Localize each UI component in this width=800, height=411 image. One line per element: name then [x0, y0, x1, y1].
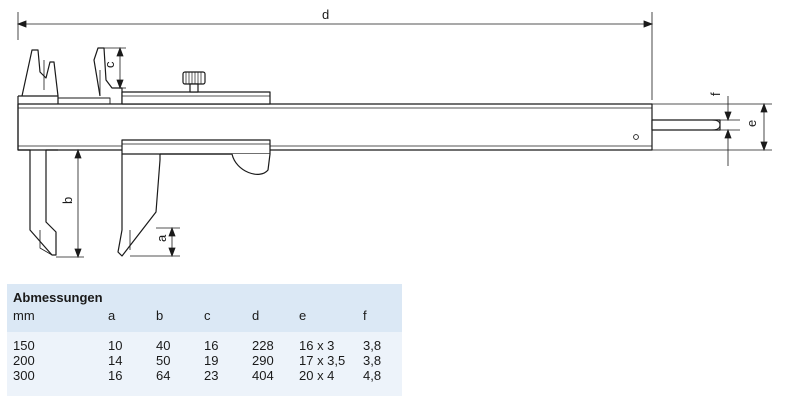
dim-label-e: e: [744, 120, 759, 127]
dim-label-a: a: [154, 234, 169, 242]
cell-size: 200: [13, 353, 35, 368]
slider-body-top: [121, 91, 271, 105]
cell-d: 228: [252, 338, 274, 353]
dim-label-d: d: [322, 7, 329, 22]
cell-c: 23: [204, 368, 219, 383]
caliper-drawing: d c b a f e: [16, 7, 772, 259]
cell-a: 16: [108, 368, 123, 383]
header-c: c: [204, 308, 211, 323]
dimensions-table: Abmessungen mm a b c d e f 150 10 40 16 …: [7, 284, 402, 396]
cell-b: 50: [156, 353, 171, 368]
depth-rod: [651, 119, 721, 131]
cell-f: 4,8: [363, 368, 382, 383]
cell-c: 19: [204, 353, 219, 368]
cell-f: 3,8: [363, 353, 382, 368]
table-row: 200 14 50 19 290 17 x 3,5 3,8: [7, 353, 402, 368]
table-row: 300 16 64 23 404 20 x 4 4,8: [7, 368, 402, 383]
cell-a: 10: [108, 338, 123, 353]
cell-size: 300: [13, 368, 35, 383]
caliper-beam: [17, 103, 653, 151]
cell-c: 16: [204, 338, 219, 353]
cell-e: 20 x 4: [299, 368, 335, 383]
cell-e: 17 x 3,5: [299, 353, 346, 368]
cell-b: 40: [156, 338, 171, 353]
slider-body-bottom: [121, 139, 271, 155]
header-f: f: [363, 308, 367, 323]
cell-d: 290: [252, 353, 274, 368]
cell-b: 64: [156, 368, 171, 383]
header-e: e: [299, 308, 307, 323]
table-body: 150 10 40 16 228 16 x 3 3,8 200 14 50 19…: [7, 332, 402, 396]
dim-label-c: c: [102, 61, 117, 68]
cell-a: 14: [108, 353, 123, 368]
header-a: a: [108, 308, 116, 323]
slider-lower-jaw: [117, 154, 161, 257]
dim-label-f: f: [708, 92, 723, 96]
header-unit: mm: [13, 308, 35, 323]
table-row: 150 10 40 16 228 16 x 3 3,8: [7, 338, 402, 353]
cell-size: 150: [13, 338, 35, 353]
cell-e: 16 x 3: [299, 338, 335, 353]
dim-label-b: b: [60, 197, 75, 204]
table-title: Abmessungen: [13, 290, 103, 305]
cell-d: 404: [252, 368, 274, 383]
header-d: d: [252, 308, 260, 323]
cell-f: 3,8: [363, 338, 382, 353]
header-b: b: [156, 308, 164, 323]
table-header: Abmessungen mm a b c d e f: [7, 284, 402, 332]
